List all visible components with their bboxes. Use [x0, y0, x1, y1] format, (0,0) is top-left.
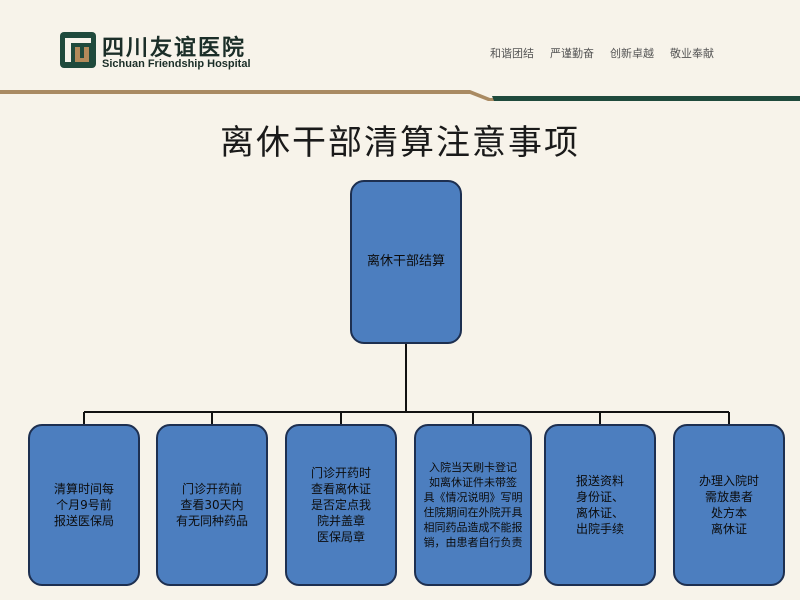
nav-item-2[interactable]: 严谨勤奋: [550, 47, 594, 60]
header-band: [0, 90, 800, 101]
child-node-2: 门诊开药前 查看30天内 有无同种药品: [156, 424, 268, 586]
child-node-6: 办理入院时 需放患者 处方本 离休证: [673, 424, 785, 586]
child-node-5: 报送资料 身份证、 离休证、 出院手续: [544, 424, 656, 586]
logo-text-cn: 四川友谊医院: [102, 36, 247, 61]
root-node: 离休干部结算: [350, 180, 462, 344]
logo-text-en: Sichuan Friendship Hospital: [102, 58, 251, 70]
hospital-logo-icon: [60, 32, 96, 68]
child-node-4: 入院当天刷卡登记 如离休证件未带签 具《情况说明》写明 住院期间在外院开具 相同…: [414, 424, 532, 586]
nav-item-1[interactable]: 和谐团结: [490, 47, 534, 60]
page-title: 离休干部清算注意事项: [220, 123, 580, 163]
nav-item-4[interactable]: 敬业奉献: [670, 47, 714, 60]
top-nav: 和谐团结 严谨勤奋 创新卓越 敬业奉献: [474, 45, 714, 61]
header: 四川友谊医院 Sichuan Friendship Hospital 和谐团结 …: [0, 0, 800, 101]
child-node-3: 门诊开药时 查看离休证 是否定点我 院并盖章 医保局章: [285, 424, 397, 586]
hospital-logo[interactable]: 四川友谊医院 Sichuan Friendship Hospital: [60, 30, 260, 78]
nav-item-3[interactable]: 创新卓越: [610, 47, 654, 60]
child-node-1: 清算时间每 个月9号前 报送医保局: [28, 424, 140, 586]
